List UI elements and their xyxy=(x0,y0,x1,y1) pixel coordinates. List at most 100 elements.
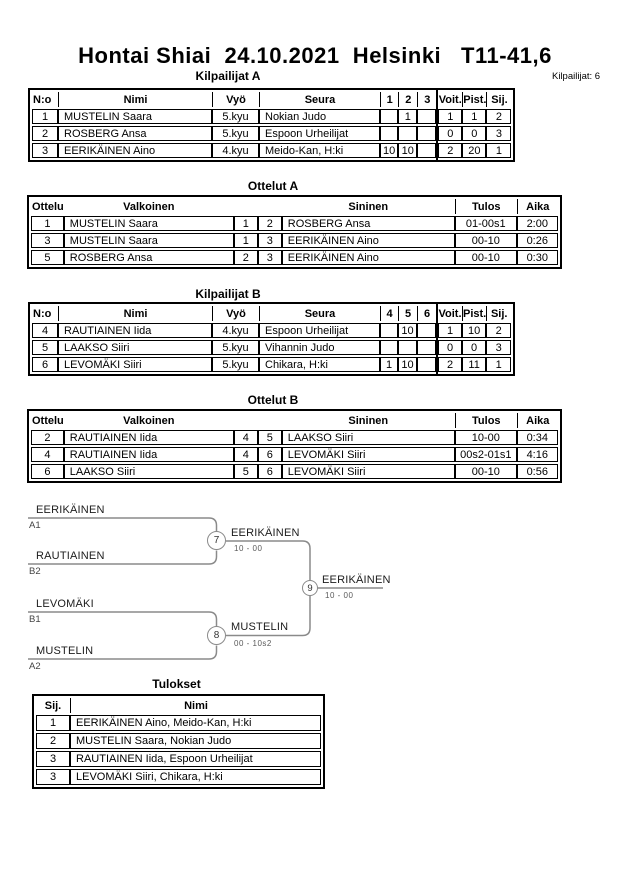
cell: 1 xyxy=(462,109,487,124)
cell: RAUTIAINEN Iida, Espoon Urheilijat xyxy=(70,751,321,767)
bracket-name: MUSTELIN xyxy=(36,645,94,657)
match-circle: 8 xyxy=(207,626,226,645)
column-header: Sininen xyxy=(348,414,389,427)
score-label: 10 - 00 xyxy=(325,591,354,600)
cell: 0:56 xyxy=(516,464,558,479)
cell xyxy=(417,340,436,355)
table-row: 2 MUSTELIN Saara, Nokian Judo xyxy=(36,733,321,749)
table-row: 1 10 2 xyxy=(438,323,512,338)
cell: 00-10 xyxy=(454,464,517,479)
matches-a-table: Ottelu Valkoinen Sininen Tulos Aika 1 MU… xyxy=(27,195,562,269)
cell: 5 xyxy=(31,250,64,265)
cell: 2 xyxy=(438,143,463,158)
table-row: 4 RAUTIAINEN Iida 4 6 LEVOMÄKI Siiri 00s… xyxy=(31,447,558,462)
column-header: Valkoinen xyxy=(123,414,175,427)
cell: 2 xyxy=(257,216,282,231)
table-row: 1 MUSTELIN Saara 1 2 ROSBERG Ansa 01-00s… xyxy=(31,216,558,231)
header-row: Voit. Pist. Sij. xyxy=(438,92,511,107)
cell: 0:34 xyxy=(516,430,558,445)
results-title: Tulokset xyxy=(152,677,201,691)
matches-b-title: Ottelut B xyxy=(247,393,299,407)
column-header: Pist. xyxy=(462,306,487,321)
header-row: Ottelu Valkoinen Sininen Tulos Aika xyxy=(31,199,558,214)
cell: 00-10 xyxy=(454,250,517,265)
cell: 0 xyxy=(462,126,487,141)
cell: EERIKÄINEN Aino xyxy=(58,143,212,158)
cell: LEVOMÄKI Siiri xyxy=(281,464,455,479)
table-row: 2 20 1 xyxy=(438,143,512,158)
cell: 2 xyxy=(233,250,258,265)
cell: LAAKSO Siiri xyxy=(58,340,212,355)
table-row: 1 1 2 xyxy=(438,109,512,124)
cell: RAUTIAINEN Iida xyxy=(63,447,234,462)
table-row: 2 RAUTIAINEN Iida 4 5 LAAKSO Siiri 10-00… xyxy=(31,430,558,445)
cell: ROSBERG Ansa xyxy=(58,126,212,141)
cell: LAAKSO Siiri xyxy=(63,464,234,479)
column-header: Pist. xyxy=(462,92,487,107)
seed-label: A2 xyxy=(29,661,41,672)
cell: 6 xyxy=(257,447,282,462)
cell: 1 xyxy=(36,715,70,731)
table-row: 0 0 3 xyxy=(438,340,512,355)
matches-b-table: Ottelu Valkoinen Sininen Tulos Aika 2 RA… xyxy=(27,409,562,483)
header-row: Ottelu Valkoinen Sininen Tulos Aika xyxy=(31,413,558,428)
pool-b-title: Kilpailijat B xyxy=(195,287,261,301)
pool-a-title: Kilpailijat A xyxy=(195,69,261,83)
cell: 20 xyxy=(462,143,487,158)
cell: MUSTELIN Saara xyxy=(63,233,234,248)
cell: 10 xyxy=(398,323,417,338)
header-row: N:o Nimi Vyö Seura 1 2 3 xyxy=(32,92,436,107)
pool-b-standings: Voit. Pist. Sij. 1 10 2 0 0 3 2 11 1 xyxy=(438,304,512,374)
cell: ROSBERG Ansa xyxy=(63,250,234,265)
column-header: Ottelu xyxy=(32,200,64,213)
cell: 5.kyu xyxy=(212,357,259,372)
cell: 5 xyxy=(233,464,258,479)
column-header: Voit. xyxy=(438,307,462,320)
column-header: Tulos xyxy=(454,199,517,214)
seed-label: B1 xyxy=(29,614,41,625)
match-circle: 9 xyxy=(302,580,318,596)
cell: 2 xyxy=(486,109,512,124)
cell: RAUTIAINEN Iida xyxy=(63,430,234,445)
cell: 1 xyxy=(438,323,462,338)
column-header: Aika xyxy=(516,413,558,428)
cell: Chikara, H:ki xyxy=(259,357,380,372)
cell: MUSTELIN Saara xyxy=(58,109,212,124)
cell: LEVOMÄKI Siiri xyxy=(281,447,455,462)
column-header: Seura xyxy=(259,306,380,321)
cell: 6 xyxy=(257,464,282,479)
column-header: Tulos xyxy=(454,413,517,428)
cell: 1 xyxy=(31,216,64,231)
cell: ROSBERG Ansa xyxy=(281,216,455,231)
column-header: Voit. xyxy=(438,93,462,106)
cell: 10 xyxy=(462,323,487,338)
header-row: Sij. Nimi xyxy=(36,698,321,713)
header-row: N:o Nimi Vyö Seura 4 5 6 xyxy=(32,306,436,321)
cell: Espoon Urheilijat xyxy=(259,126,380,141)
cell: 10 xyxy=(398,143,418,158)
cell: 5.kyu xyxy=(212,340,259,355)
cell: 3 xyxy=(32,143,58,158)
table-row: 2 ROSBERG Ansa 5.kyu Espoon Urheilijat xyxy=(32,126,437,141)
cell xyxy=(380,126,399,141)
cell: 1 xyxy=(380,357,398,372)
cell: 5.kyu xyxy=(212,126,259,141)
column-header: 6 xyxy=(417,306,436,321)
competitors-count: Kilpailijat: 6 xyxy=(552,71,601,82)
cell: 5 xyxy=(257,430,282,445)
cell: 6 xyxy=(32,357,58,372)
cell: 2 xyxy=(32,126,58,141)
cell: 11 xyxy=(462,357,487,372)
bracket-name: LEVOMÄKI xyxy=(36,598,94,610)
cell: 3 xyxy=(486,340,512,355)
column-header: Sij. xyxy=(44,699,62,712)
column-header: N:o xyxy=(33,307,52,320)
match-circle: 7 xyxy=(207,531,226,550)
cell xyxy=(417,357,436,372)
results-table: Sij. Nimi 1 EERIKÄINEN Aino, Meido-Kan, … xyxy=(32,694,325,789)
pool-a-standings: Voit. Pist. Sij. 1 1 2 0 0 3 2 20 1 xyxy=(438,90,512,160)
pool-a-table: N:o Nimi Vyö Seura 1 2 3 1 MUSTELIN Saar… xyxy=(28,88,516,162)
cell: 5.kyu xyxy=(212,109,259,124)
bracket-name: RAUTIAINEN xyxy=(36,550,105,562)
